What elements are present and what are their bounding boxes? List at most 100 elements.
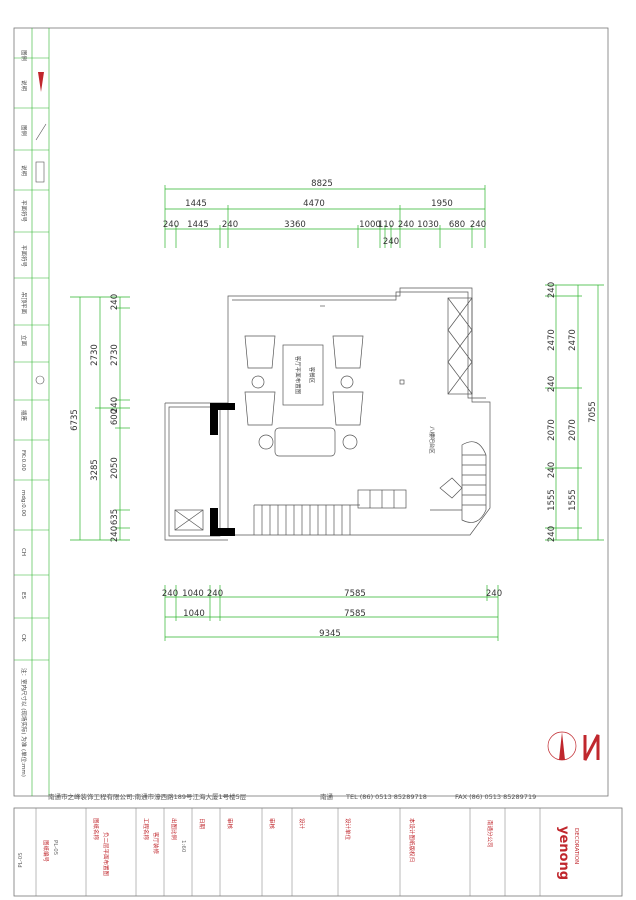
branch-name: 南通分公司 xyxy=(486,820,494,848)
dim-overall-left: 6735 xyxy=(70,409,80,431)
company-city: 南通 xyxy=(320,792,334,801)
legend-label: ES xyxy=(20,592,26,599)
tb-label: 图纸编号 xyxy=(42,840,50,863)
legend-label: 吊顶平面 xyxy=(20,292,27,315)
dim-overall-top: 8825 xyxy=(311,179,333,189)
dim-label: 240 xyxy=(383,237,399,247)
tb-label: 出图比例 xyxy=(170,818,178,841)
dim-label: 240 xyxy=(470,220,486,230)
tb-label: 审核 xyxy=(268,818,276,830)
dim-label: 2470 xyxy=(568,329,578,351)
tb-label: 审核 xyxy=(226,818,234,830)
dim-label: 240 xyxy=(547,526,557,542)
dim-label: 1555 xyxy=(568,489,578,511)
legend-label: CH xyxy=(20,548,26,556)
dim-label: 240 xyxy=(547,462,557,478)
dim-overall-bottom: 9345 xyxy=(319,629,341,639)
dim-label: 240 xyxy=(110,397,120,413)
legend-label: 平面符号 xyxy=(20,245,28,268)
company-fax: FAX (86) 0513 85289719 xyxy=(455,793,536,801)
legend-label: FK:0.00 xyxy=(20,450,26,471)
dim-label: 240 xyxy=(547,376,557,392)
room-label-center: 客厅平面布置图 xyxy=(294,356,302,395)
section-symbol-icon xyxy=(35,123,47,141)
north-arrow-icon xyxy=(547,731,600,761)
dim-label: 1555 xyxy=(547,489,557,511)
dim-label: 2050 xyxy=(110,457,120,479)
elevation-symbol-icon xyxy=(35,161,45,183)
tb-label: 工程名称 xyxy=(142,818,150,841)
dim-label: 1040 xyxy=(182,589,204,599)
dim-label: 7585 xyxy=(344,589,366,599)
dim-label: 2730 xyxy=(90,344,100,366)
legend-label: 插座 xyxy=(20,410,28,422)
dim-label: 680 xyxy=(449,220,465,230)
dim-label: 240 xyxy=(207,589,223,599)
title-block xyxy=(13,807,623,897)
dim-label: 1445 xyxy=(185,199,207,209)
dim-label: 1040 xyxy=(183,609,205,619)
dim-label: 240 xyxy=(162,589,178,599)
socket-icon xyxy=(35,375,45,385)
dim-label: 4470 xyxy=(303,199,325,209)
legend-labels: 图例 说明 图例 说明 平面符号 平面符号 吊顶平面 立面 插座 FK:0.00… xyxy=(20,50,28,777)
right-dimensions xyxy=(545,284,604,541)
dim-label: 1000 xyxy=(359,220,381,230)
tb-notes: 本设计图纸版权归 xyxy=(408,818,416,862)
red-triangle-icon xyxy=(38,72,44,92)
wall-corner xyxy=(210,508,235,536)
dim-label: 2070 xyxy=(547,419,557,441)
dim-overall-right: 7055 xyxy=(588,401,598,423)
floor-plan xyxy=(164,287,491,541)
legend-column xyxy=(14,57,49,661)
tb-label: 设计 xyxy=(298,818,306,830)
tb-label: 设计单位 xyxy=(344,818,352,841)
company-address: 南通市之峰装饰工程有限公司.南通市濠西路189号江海大厦1号楼5层 xyxy=(48,792,247,801)
dim-label: 1030 xyxy=(417,220,439,230)
brand-sub: DECORATION xyxy=(573,828,579,864)
legend-label: 说明 xyxy=(20,165,28,177)
company-tel: TEL (86) 0513 85289718 xyxy=(345,793,427,801)
legend-label: mdg:0.00 xyxy=(20,490,26,517)
tb-value: PL-05 xyxy=(52,840,58,856)
room-label-bar: 八樓吧台区 xyxy=(428,426,436,454)
brand-logo: yenong xyxy=(556,826,571,880)
dim-label: 240 xyxy=(110,526,120,542)
legend-label: 平面符号 xyxy=(20,200,28,223)
dim-label: 2730 xyxy=(110,344,120,366)
tb-value: 客厅装修 xyxy=(152,832,160,855)
legend-label: 说明 xyxy=(20,80,28,92)
tb-value: 1:60 xyxy=(180,840,186,853)
dim-label: 240 xyxy=(222,220,238,230)
dim-label: 2470 xyxy=(547,329,557,351)
legend-label: 图例 xyxy=(20,50,28,62)
dim-label: 600 xyxy=(110,409,120,425)
bottom-dimensions xyxy=(164,585,499,641)
dim-label: 1950 xyxy=(431,199,453,209)
legend-label: CK xyxy=(20,634,26,642)
legend-label: 立面 xyxy=(20,335,28,347)
wall-corner xyxy=(210,403,235,435)
tb-label: 图纸名称 xyxy=(92,818,100,841)
sheet-id: PL-05 xyxy=(18,852,24,868)
dim-label: 635 xyxy=(110,509,120,525)
dim-label: 240 xyxy=(398,220,414,230)
dim-label: 7585 xyxy=(344,609,366,619)
dim-label: 240 xyxy=(163,220,179,230)
legend-note: 注：室内尺寸以 (现场实际) 为准 (单位:mm) xyxy=(20,668,28,777)
tb-value: 负二层平面布置图 xyxy=(102,832,110,877)
dim-label: 1445 xyxy=(187,220,209,230)
top-dimensions xyxy=(164,185,486,248)
tb-label: 日期 xyxy=(198,818,205,830)
dim-label: 240 xyxy=(547,282,557,298)
dim-label: 240 xyxy=(110,294,120,310)
dim-label: 110 xyxy=(378,220,394,230)
left-dimensions xyxy=(70,296,130,541)
dim-label: 3285 xyxy=(90,459,100,481)
room-label-living: 客餐区 xyxy=(308,367,316,384)
dim-label: 2070 xyxy=(568,419,578,441)
dim-label: 240 xyxy=(486,589,502,599)
dim-label: 3360 xyxy=(284,220,306,230)
legend-label: 图例 xyxy=(20,125,28,137)
